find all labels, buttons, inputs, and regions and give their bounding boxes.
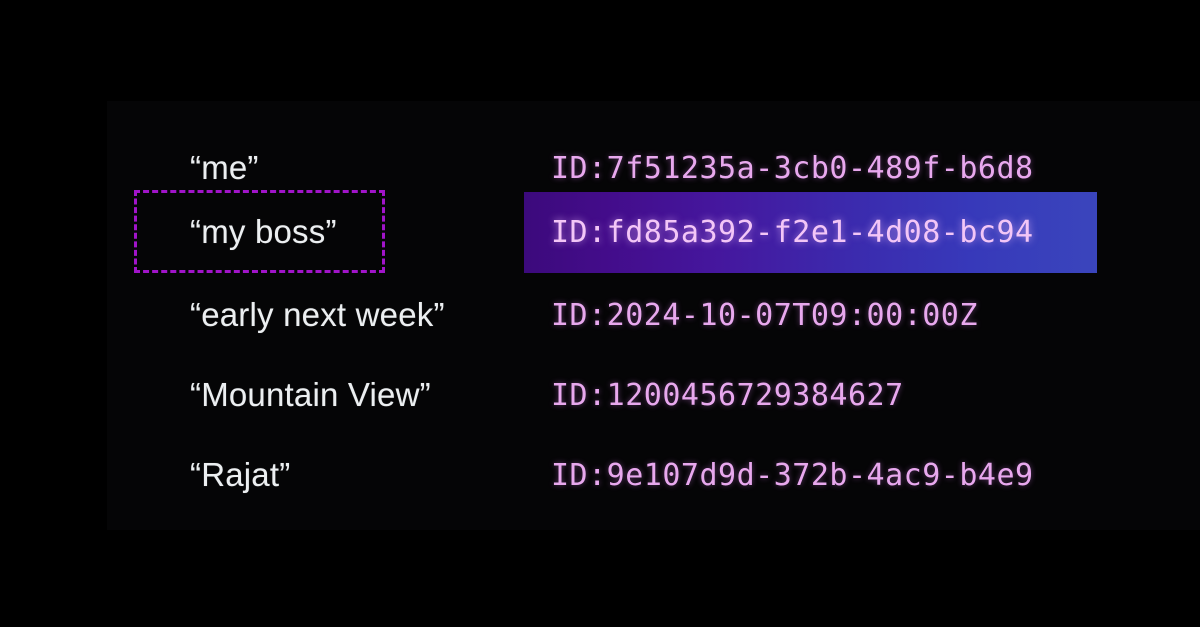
list-item[interactable]: “me” ID:7f51235a-3cb0-489f-b6d8 [0, 128, 1200, 208]
entity-phrase-label: “me” [190, 149, 259, 186]
entity-phrase-label: “Mountain View” [190, 376, 431, 413]
selected-id-highlight-bar [524, 192, 1097, 273]
annotation-dashed-box [134, 190, 385, 273]
list-item[interactable]: “Rajat” ID:9e107d9d-372b-4ac9-b4e9 [0, 435, 1200, 515]
entity-phrase-label: “early next week” [190, 296, 445, 333]
list-item[interactable]: “early next week” ID:2024-10-07T09:00:00… [0, 275, 1200, 355]
entity-phrase-label: “my boss” [190, 213, 337, 250]
list-item[interactable]: “Mountain View” ID:1200456729384627 [0, 355, 1200, 435]
entity-id-value: ID:2024-10-07T09:00:00Z [551, 297, 978, 333]
entity-id-value: ID:9e107d9d-372b-4ac9-b4e9 [551, 457, 1034, 493]
content-panel [107, 101, 1200, 530]
entity-id-value: ID:fd85a392-f2e1-4d08-bc94 [551, 214, 1034, 250]
entity-phrase-label: “Rajat” [190, 456, 291, 493]
list-item[interactable]: “my boss” ID:fd85a392-f2e1-4d08-bc94 [0, 192, 1200, 272]
entity-id-value: ID:7f51235a-3cb0-489f-b6d8 [551, 150, 1034, 186]
entity-id-value: ID:1200456729384627 [551, 377, 904, 413]
